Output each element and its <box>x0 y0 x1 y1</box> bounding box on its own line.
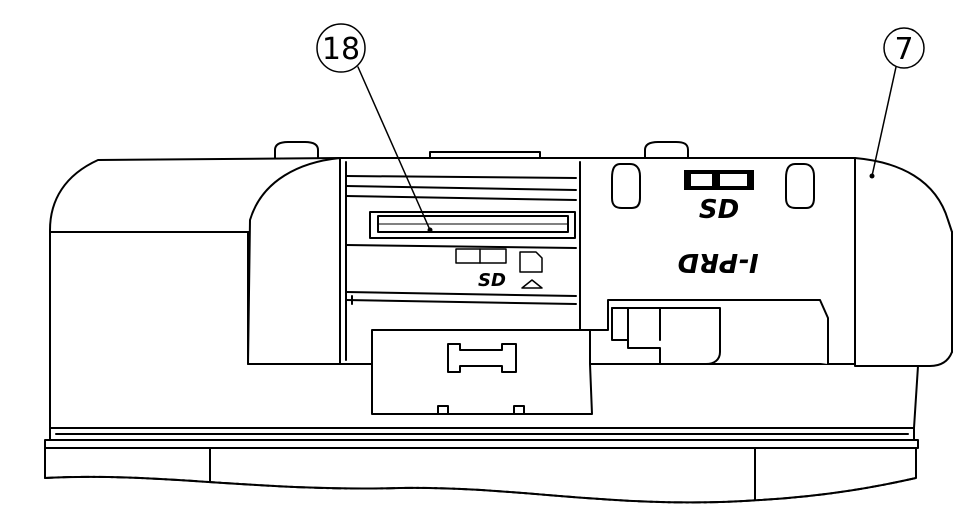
card-label-text: I-PRD <box>677 247 758 277</box>
base-plate <box>44 439 919 504</box>
callout-7-circle <box>883 27 925 69</box>
top-buttons <box>274 141 689 159</box>
callout-7-label: 7 <box>894 32 913 67</box>
printer-housing-right <box>854 157 953 367</box>
sd-logo-top <box>684 170 754 190</box>
lower-tray <box>371 307 721 415</box>
sd-logo-slot-text: SD <box>478 270 506 291</box>
leader-7 <box>871 66 897 177</box>
callout-18-label: 18 <box>322 32 360 67</box>
leader-18 <box>357 66 431 231</box>
card-bay <box>339 157 856 361</box>
left-cover <box>247 157 341 365</box>
label-panel <box>579 163 829 365</box>
sd-logo-top-text: SD <box>699 195 739 225</box>
sd-logo-slot <box>455 248 543 289</box>
callout-18-circle <box>316 23 366 73</box>
